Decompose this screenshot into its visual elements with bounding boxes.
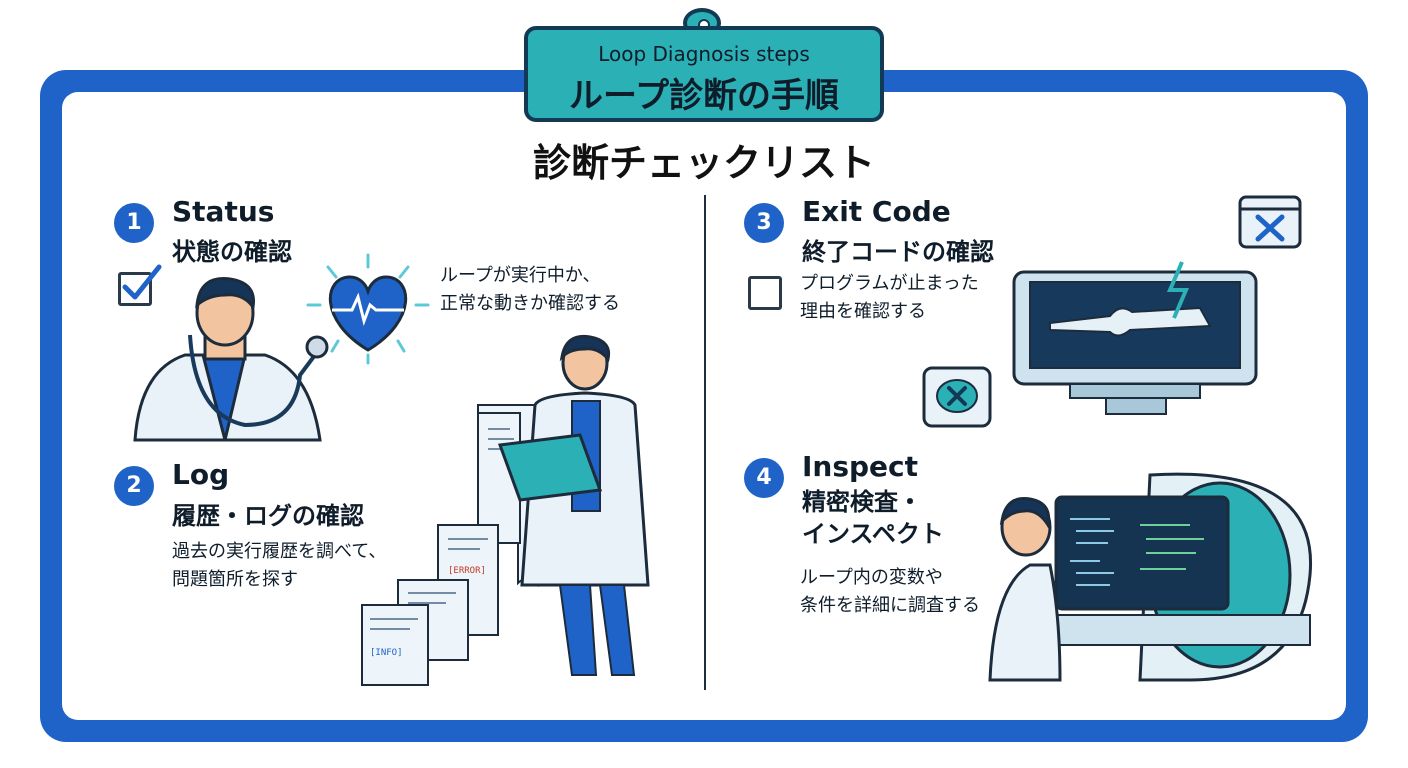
body-scan-monitor-illustration	[1012, 261, 1258, 415]
step-3-number: 3	[744, 203, 784, 243]
step-4-title-en: Inspect	[802, 450, 919, 483]
column-divider	[704, 195, 706, 690]
log-error-label: [ERROR]	[448, 566, 486, 576]
step-3-title-ja: 終了コードの確認	[802, 238, 994, 266]
step-1-title-ja: 状態の確認	[172, 238, 292, 266]
doctor-stethoscope-illustration	[133, 277, 329, 442]
step-4-title-ja: 精密検査・ インスペクト	[802, 488, 944, 548]
brain-error-icon	[922, 366, 992, 428]
window-error-icon	[1238, 195, 1302, 249]
step-4-number: 4	[744, 458, 784, 498]
step-2-title-ja: 履歴・ログの確認	[172, 502, 364, 530]
step-1-checkbox[interactable]	[118, 264, 162, 306]
step-2-number: 2	[114, 466, 154, 506]
checkmark-icon	[122, 264, 162, 300]
step-3-checkbox[interactable]	[748, 276, 782, 310]
log-info-label: [INFO]	[370, 648, 403, 658]
step-1-description: ループが実行中か、 正常な動きか確認する	[440, 265, 620, 314]
step-1-number: 1	[114, 203, 154, 243]
step-2-description: 過去の実行履歴を調べて、 問題箇所を探す	[172, 541, 387, 590]
heart-monitor-icon	[306, 253, 430, 365]
header-tag: Loop Diagnosis steps ループ診断の手順	[524, 26, 884, 122]
checklist-title: 診断チェックリスト	[532, 141, 875, 185]
step-2-title-en: Log	[172, 458, 230, 491]
header-title-en: Loop Diagnosis steps	[598, 42, 810, 66]
step-1-title-en: Status	[172, 195, 275, 228]
header-title-ja: ループ診断の手順	[569, 76, 839, 116]
step-3-title-en: Exit Code	[802, 195, 951, 228]
doctor-folder-illustration	[497, 334, 650, 676]
scanner-inspection-illustration	[988, 472, 1313, 682]
step-4-description: ループ内の変数や 条件を詳細に調査する	[800, 567, 980, 616]
step-3-description: プログラムが止まった 理由を確認する	[800, 273, 979, 322]
